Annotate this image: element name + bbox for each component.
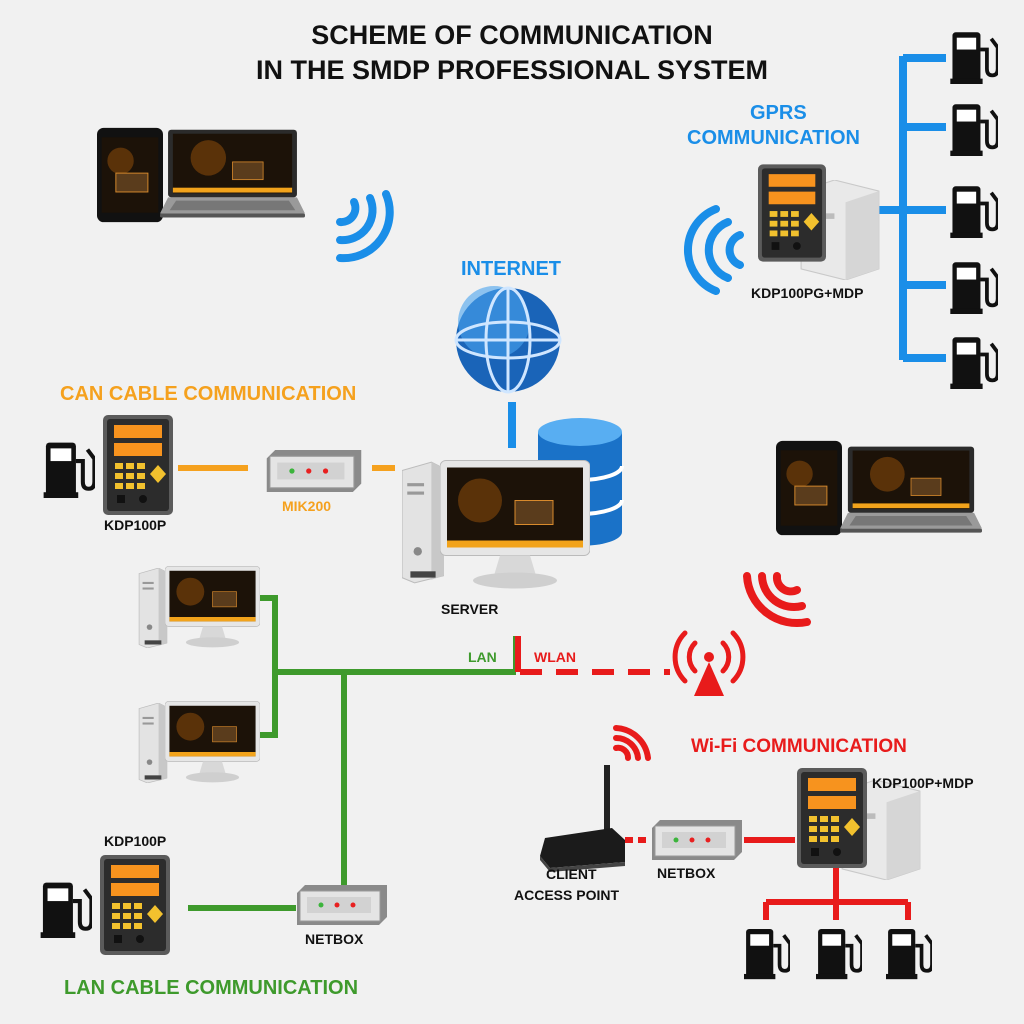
client-access-point-icon	[540, 765, 625, 872]
kdp100p-terminal-icon	[100, 855, 170, 955]
fuel-pump-icon	[44, 443, 95, 498]
internet-globe-icon	[454, 286, 562, 394]
kdp100p-terminal-icon	[797, 768, 867, 868]
netbox-device-icon	[296, 885, 388, 925]
kdp100pg-mdp-label: KDP100PG+MDP	[751, 285, 864, 301]
netbox-device-icon	[651, 820, 743, 860]
laptop-icon	[160, 129, 305, 218]
workstation-tower-icon	[138, 703, 168, 783]
wifi-section-title: Wi-Fi COMMUNICATION	[691, 736, 907, 757]
client-wireless-icon	[743, 572, 811, 628]
kdp100p-mdp-label: KDP100P+MDP	[872, 775, 974, 791]
tablet-icon	[97, 127, 163, 223]
laptop-icon	[840, 446, 982, 534]
server-label: SERVER	[441, 601, 499, 617]
fuel-pump-icon	[41, 883, 92, 938]
lan-section-title: LAN CABLE COMMUNICATION	[64, 977, 359, 999]
access-point-wireless-icon	[613, 725, 651, 761]
kdp100p-terminal-icon	[103, 415, 173, 515]
client-wireless-icon	[336, 190, 394, 263]
kdp100pg-terminal-icon	[758, 164, 826, 262]
kdp100p-can-label: KDP100P	[104, 517, 167, 533]
wlan-link-line	[515, 636, 670, 675]
kdp100p-lan-label: KDP100P	[104, 833, 167, 849]
gprs-title: GPRS	[750, 102, 807, 124]
tablet-icon	[776, 440, 842, 536]
workstation-tower-icon	[138, 568, 168, 648]
workstation-monitor-icon	[165, 701, 260, 783]
server-tower-icon	[402, 461, 444, 584]
fuel-pump-icon	[950, 102, 998, 156]
can-section-title: CAN CABLE COMMUNICATION	[60, 383, 357, 405]
wireless-antenna-icon	[672, 630, 746, 696]
diagram-title-line1: SCHEME OF COMMUNICATION	[311, 20, 713, 50]
gprs-fuel-bus	[870, 54, 946, 362]
fuel-pump-icon	[744, 927, 790, 980]
internet-label: INTERNET	[461, 258, 561, 280]
server-monitor-icon	[440, 459, 590, 590]
fuel-pump-icon	[950, 184, 998, 238]
lan-link-label: LAN	[468, 649, 497, 665]
fuel-pump-icon	[950, 260, 998, 314]
client-access-point-label-line1: CLIENT	[546, 866, 597, 882]
workstation-monitor-icon	[165, 566, 260, 648]
fuel-pump-icon	[816, 927, 862, 980]
gprs-wireless-icon	[683, 205, 744, 295]
client-access-point-label-line2: ACCESS POINT	[514, 887, 620, 903]
mik200-label: MIK200	[282, 498, 332, 514]
diagram-title-line2: IN THE SMDP PROFESSIONAL SYSTEM	[255, 55, 769, 85]
fuel-pump-icon	[950, 335, 998, 389]
netbox-lan-label: NETBOX	[305, 931, 364, 947]
mik200-converter-icon	[266, 450, 362, 492]
fuel-pump-icon	[886, 927, 932, 980]
wlan-link-label: WLAN	[534, 649, 576, 665]
netbox-wifi-label: NETBOX	[657, 865, 716, 881]
wifi-cable-line	[625, 837, 911, 920]
gprs-subtitle: COMMUNICATION	[687, 127, 860, 149]
